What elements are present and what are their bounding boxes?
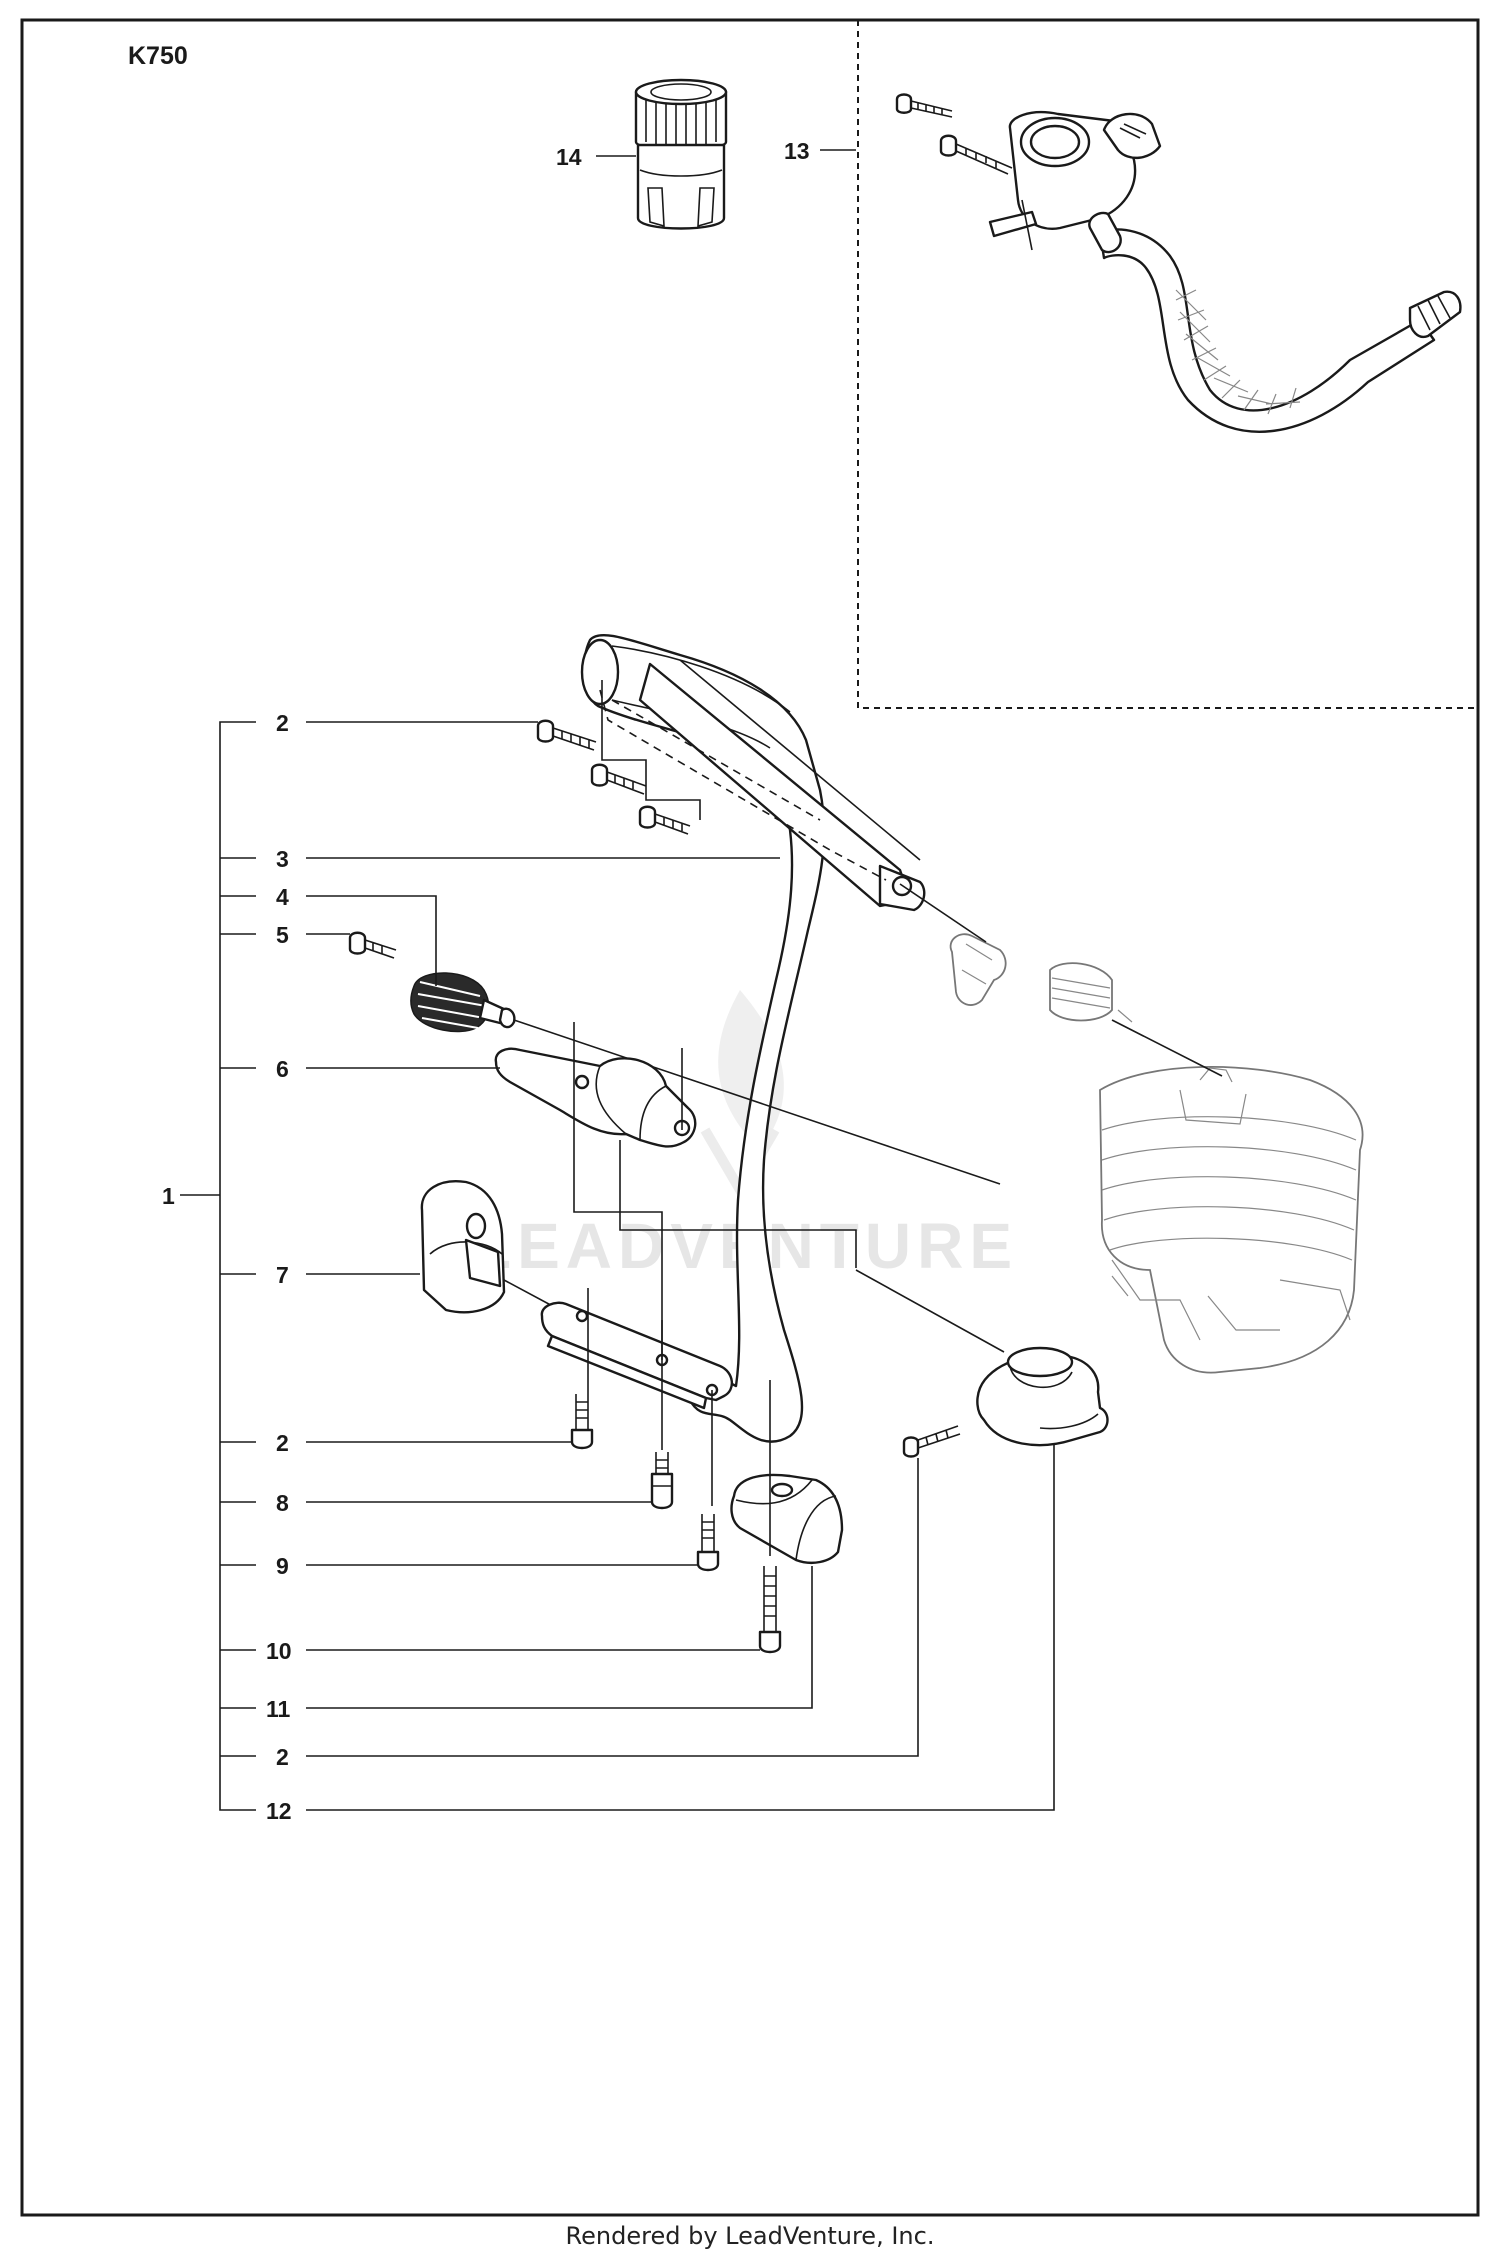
callout-6: 6: [276, 1056, 289, 1082]
callout-2-middle: 2: [276, 1430, 289, 1456]
callout-5: 5: [276, 922, 289, 948]
guide-line-b: [619, 1140, 857, 1268]
part-5-screw: [348, 931, 397, 959]
part-2-screw-bottom: [570, 1394, 594, 1450]
part-2-screws-top: [536, 719, 691, 835]
part-9-screw: [696, 1514, 720, 1572]
part-2-screw-mount: [902, 1425, 961, 1458]
part-6-bracket: [494, 1047, 697, 1148]
callout-9: 9: [276, 1553, 289, 1579]
callout-1: 1: [162, 1183, 175, 1209]
mounting-plate: [540, 1301, 733, 1410]
callout-14: 14: [556, 144, 582, 170]
callout-10: 10: [266, 1638, 292, 1664]
callout-2-bottom: 2: [276, 1744, 289, 1770]
callout-7: 7: [276, 1262, 289, 1288]
part-14-collar: [634, 78, 728, 230]
axis-line-mount: [855, 1269, 1005, 1353]
callout-tree: [180, 721, 256, 1811]
callout-3: 3: [276, 846, 289, 872]
part-12-mount: [976, 1346, 1109, 1447]
page-border: [20, 18, 1480, 2217]
part-11-buffer: [730, 1473, 844, 1564]
callout-2-top: 2: [276, 710, 289, 736]
callout-8: 8: [276, 1490, 289, 1516]
callout-4: 4: [276, 884, 289, 910]
callout-11: 11: [266, 1696, 291, 1722]
callout-12: 12: [266, 1798, 292, 1824]
anti-vibration-context: [949, 933, 1133, 1023]
part-7-buffer: [420, 1180, 506, 1314]
axis-line-rear: [899, 883, 987, 943]
axis-line-spring: [513, 1019, 1001, 1185]
footer-credit: Rendered by LeadVenture, Inc.: [566, 2222, 935, 2250]
model-title: K750: [128, 42, 188, 70]
part-8-screw: [650, 1452, 674, 1510]
part-13-valve-hose: [895, 93, 1462, 433]
guide-line-a: [573, 1022, 663, 1360]
guide-line-c: [681, 1048, 713, 1506]
part-3-handle-bar: [580, 633, 926, 1443]
inset-box-13: [857, 20, 1478, 709]
part-4-spring: [410, 972, 516, 1033]
leader-lines: [306, 721, 1055, 1811]
guide-line-e: [601, 680, 701, 820]
part-10-screw: [758, 1566, 782, 1654]
callout-13: 13: [784, 138, 810, 164]
axis-line-cylinder: [1111, 1019, 1223, 1077]
cylinder-context: [1099, 1065, 1364, 1374]
